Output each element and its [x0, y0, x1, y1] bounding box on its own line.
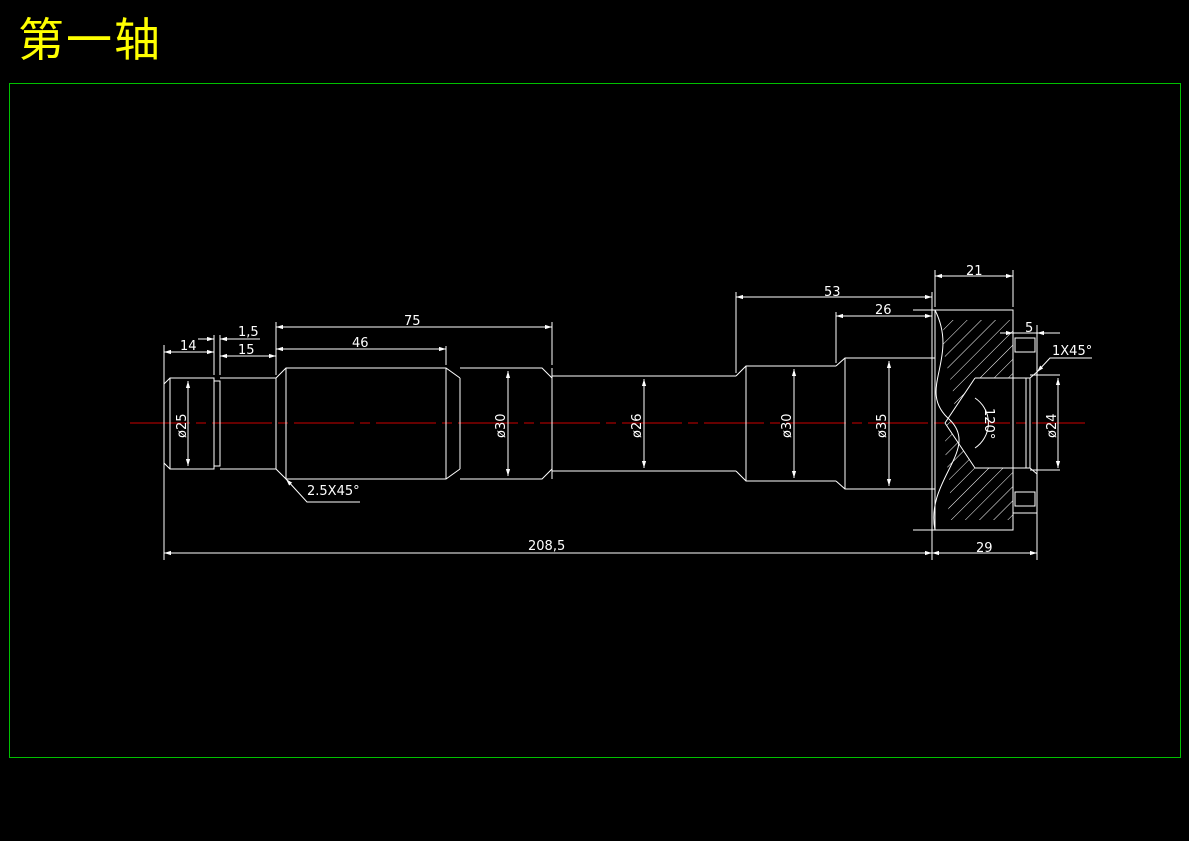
gear-section-hatch	[942, 320, 1013, 520]
dim-14: 14	[180, 339, 197, 354]
dim-5: 5	[1025, 321, 1033, 336]
dim-1-5: 1,5	[238, 325, 259, 340]
dim-phi25: ø25	[175, 414, 190, 439]
dim-phi30-left: ø30	[494, 414, 509, 439]
cone-angle-label: 120°	[981, 408, 996, 439]
dim-phi24: ø24	[1045, 414, 1060, 439]
shaft-outline	[163, 309, 1038, 531]
drawing-frame	[9, 83, 1181, 758]
chamfer-right-label: 1X45°	[1052, 344, 1092, 359]
drawing-title: 第一轴	[18, 13, 162, 67]
dim-phi30-right: ø30	[780, 414, 795, 439]
dim-15: 15	[238, 343, 255, 358]
dim-21: 21	[966, 264, 983, 279]
dim-53: 53	[824, 285, 841, 300]
dim-26: 26	[875, 303, 892, 318]
dim-46: 46	[352, 336, 369, 351]
dim-phi35: ø35	[875, 414, 890, 439]
dim-208-5: 208,5	[528, 539, 565, 554]
extension-lines	[163, 270, 1060, 560]
dim-phi26: ø26	[630, 414, 645, 439]
dimension-lines	[164, 273, 1092, 556]
chamfer-left-label: 2.5X45°	[307, 484, 360, 499]
dim-75: 75	[404, 314, 421, 329]
dim-29: 29	[976, 541, 993, 556]
